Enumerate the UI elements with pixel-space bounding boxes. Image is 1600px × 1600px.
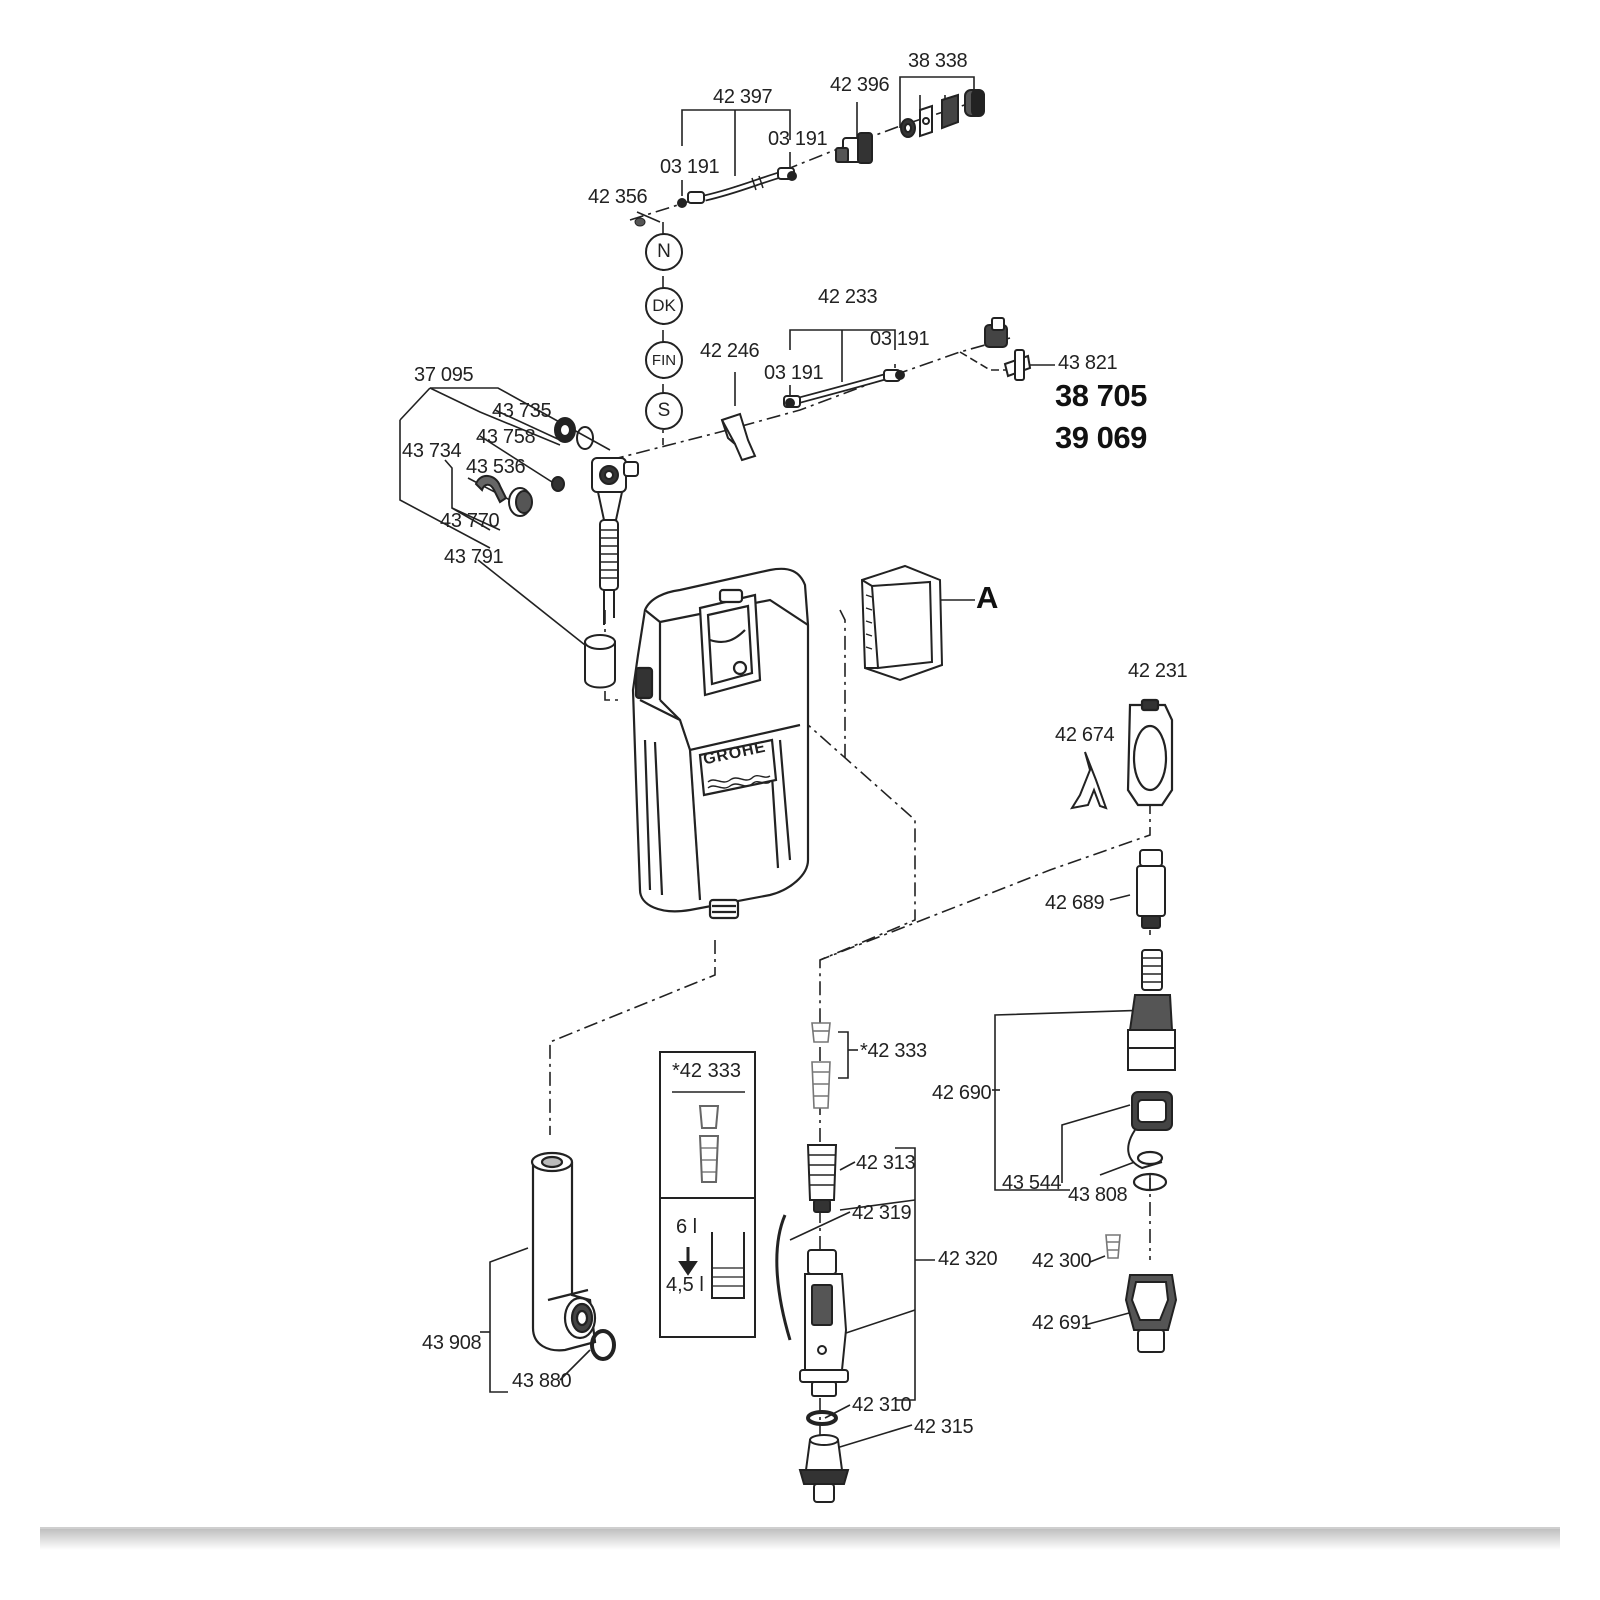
label-43791: 43 791 [444, 546, 504, 568]
label-42397: 42 397 [713, 86, 773, 108]
label-42231: 42 231 [1128, 660, 1188, 682]
hose-42233 [783, 369, 905, 408]
label-43821: 43 821 [1058, 352, 1118, 374]
label-43770: 43 770 [440, 510, 500, 532]
country-n: N [645, 233, 683, 271]
part-43880 [590, 1329, 616, 1361]
label-42356: 42 356 [588, 186, 648, 208]
part-42315 [798, 1434, 850, 1503]
label-42320: 42 320 [938, 1248, 998, 1270]
part-38338 [900, 89, 985, 138]
label-03191-c: 03 191 [870, 328, 930, 350]
flush-valve-42320 [799, 1249, 849, 1397]
country-dk: DK [645, 287, 683, 325]
label-42246: 42 246 [700, 340, 760, 362]
label-03191-b: 03 191 [768, 128, 828, 150]
model-38705: 38 705 [1055, 378, 1147, 413]
part-42396 [835, 132, 873, 164]
part-42356 [634, 217, 646, 227]
part-42300 [1105, 1234, 1121, 1259]
model-39069: 39 069 [1055, 420, 1147, 455]
part-42246 [720, 412, 757, 462]
part-43808 [1132, 1150, 1168, 1192]
part-42333 [811, 1022, 831, 1109]
part-42689 [1136, 849, 1166, 929]
label-38338: 38 338 [908, 50, 968, 72]
cistern-tank [631, 567, 810, 920]
country-fin: FIN [645, 341, 683, 379]
label-42319: 42 319 [852, 1202, 912, 1224]
label-43544: 43 544 [1002, 1172, 1062, 1194]
label-43536: 43 536 [466, 456, 526, 478]
label-03191-a: 03 191 [660, 156, 720, 178]
country-s: S [645, 392, 683, 430]
inset-volume-high: 6 l [676, 1216, 698, 1238]
part-43821 [984, 317, 1032, 381]
label-42310: 42 310 [852, 1394, 912, 1416]
part-a-frame [860, 564, 944, 682]
label-42300: 42 300 [1032, 1250, 1092, 1272]
label-43735: 43 735 [492, 400, 552, 422]
axis-mid-hose [609, 337, 1011, 461]
label-42333: *42 333 [860, 1040, 927, 1062]
label-43758: 43 758 [476, 426, 536, 448]
label-42396: 42 396 [830, 74, 890, 96]
pipe-43908 [530, 1151, 597, 1352]
part-42691 [1124, 1274, 1178, 1353]
label-42691: 42 691 [1032, 1312, 1092, 1334]
label-37095: 37 095 [414, 364, 474, 386]
label-43734: 43 734 [402, 440, 462, 462]
hose-42397 [677, 167, 797, 208]
inset-box [659, 1051, 756, 1338]
label-43808: 43 808 [1068, 1184, 1128, 1206]
inset-title: *42 333 [672, 1060, 741, 1082]
part-43544 [1127, 1091, 1173, 1170]
part-42310 [806, 1410, 838, 1426]
part-42690 [1127, 949, 1176, 1071]
label-42313: 42 313 [856, 1152, 916, 1174]
label-03191-d: 03 191 [764, 362, 824, 384]
part-42313 [806, 1144, 838, 1213]
label-42674: 42 674 [1055, 724, 1115, 746]
label-42690: 42 690 [932, 1082, 992, 1104]
inset-volume-low: 4,5 l [666, 1274, 704, 1296]
part-42231 [1126, 698, 1174, 807]
fill-valve-37095 [474, 417, 639, 689]
bottom-shadow [40, 1528, 1560, 1550]
part-42674 [1069, 751, 1108, 810]
part-42319 [775, 1214, 792, 1341]
label-42689: 42 689 [1045, 892, 1105, 914]
label-42315: 42 315 [914, 1416, 974, 1438]
label-43880: 43 880 [512, 1370, 572, 1392]
label-42233: 42 233 [818, 286, 878, 308]
label-43908: 43 908 [422, 1332, 482, 1354]
label-a: A [976, 580, 998, 615]
